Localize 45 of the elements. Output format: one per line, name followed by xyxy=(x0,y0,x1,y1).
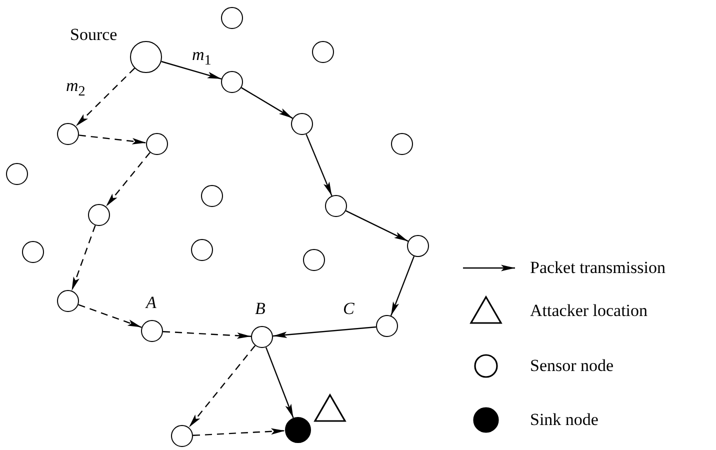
sensor-node xyxy=(88,204,110,226)
arrow xyxy=(78,304,142,328)
arrow xyxy=(265,347,294,418)
arrow xyxy=(346,210,408,242)
legend-text: Sink node xyxy=(530,411,598,428)
sensor-node xyxy=(57,290,79,312)
node-label: C xyxy=(343,300,354,317)
sensor-node xyxy=(251,326,273,348)
sensor-node xyxy=(22,241,44,263)
sensor-node xyxy=(141,320,163,342)
sensor-node xyxy=(191,239,213,261)
legend-text: Attacker location xyxy=(530,302,648,319)
sensor-node xyxy=(325,195,347,217)
arrow xyxy=(71,225,96,291)
arrow xyxy=(75,68,136,127)
legend-text: Packet transmission xyxy=(530,259,666,276)
arrow xyxy=(162,331,252,339)
node-label: A xyxy=(146,294,156,311)
arrow xyxy=(106,152,150,207)
sensor-node xyxy=(171,425,193,447)
legend-text: Sensor node xyxy=(530,357,614,374)
sensor-node xyxy=(312,41,334,63)
sensor-node xyxy=(376,315,398,337)
source-node xyxy=(130,41,162,73)
sensor-node xyxy=(291,113,313,135)
arrow xyxy=(241,87,293,119)
sensor-node xyxy=(303,249,325,271)
sensor-node xyxy=(146,133,168,155)
node-label: B xyxy=(255,300,266,317)
sensor-node xyxy=(57,123,79,145)
sensor-node xyxy=(221,71,243,93)
arrow xyxy=(188,345,256,428)
arrow xyxy=(306,134,332,196)
arrow xyxy=(192,428,286,436)
sensor-node xyxy=(221,7,243,29)
sensor-node xyxy=(391,133,413,155)
sensor-node xyxy=(407,235,429,257)
arrow xyxy=(161,60,222,80)
sink-node xyxy=(285,417,311,443)
node-label: Source xyxy=(70,26,118,43)
sensor-node xyxy=(201,185,223,207)
arrow xyxy=(272,326,376,338)
sensor-node xyxy=(6,163,28,185)
arrow xyxy=(390,256,415,316)
arrow xyxy=(78,134,146,144)
